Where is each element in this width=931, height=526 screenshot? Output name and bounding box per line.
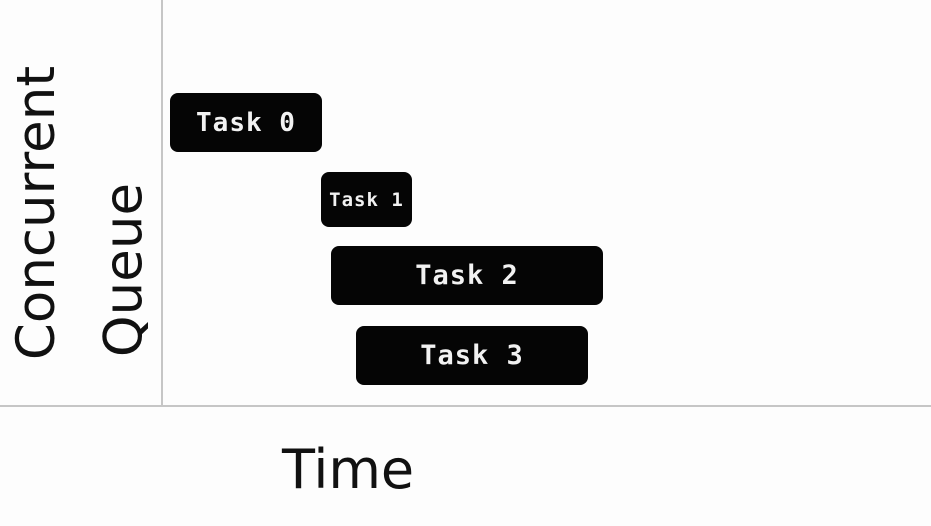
y-axis-label-line-2: Queue xyxy=(93,182,155,358)
x-axis-line xyxy=(0,405,931,407)
y-axis-line xyxy=(161,0,163,406)
task-bar-2[interactable]: Task 2 xyxy=(331,246,603,305)
task-bar-0[interactable]: Task 0 xyxy=(170,93,322,152)
task-bar-1[interactable]: Task 1 xyxy=(321,172,412,227)
task-bar-3[interactable]: Task 3 xyxy=(356,326,588,385)
y-axis-label-line-1: Concurrent xyxy=(6,65,67,361)
x-axis-label: Time xyxy=(282,438,415,501)
